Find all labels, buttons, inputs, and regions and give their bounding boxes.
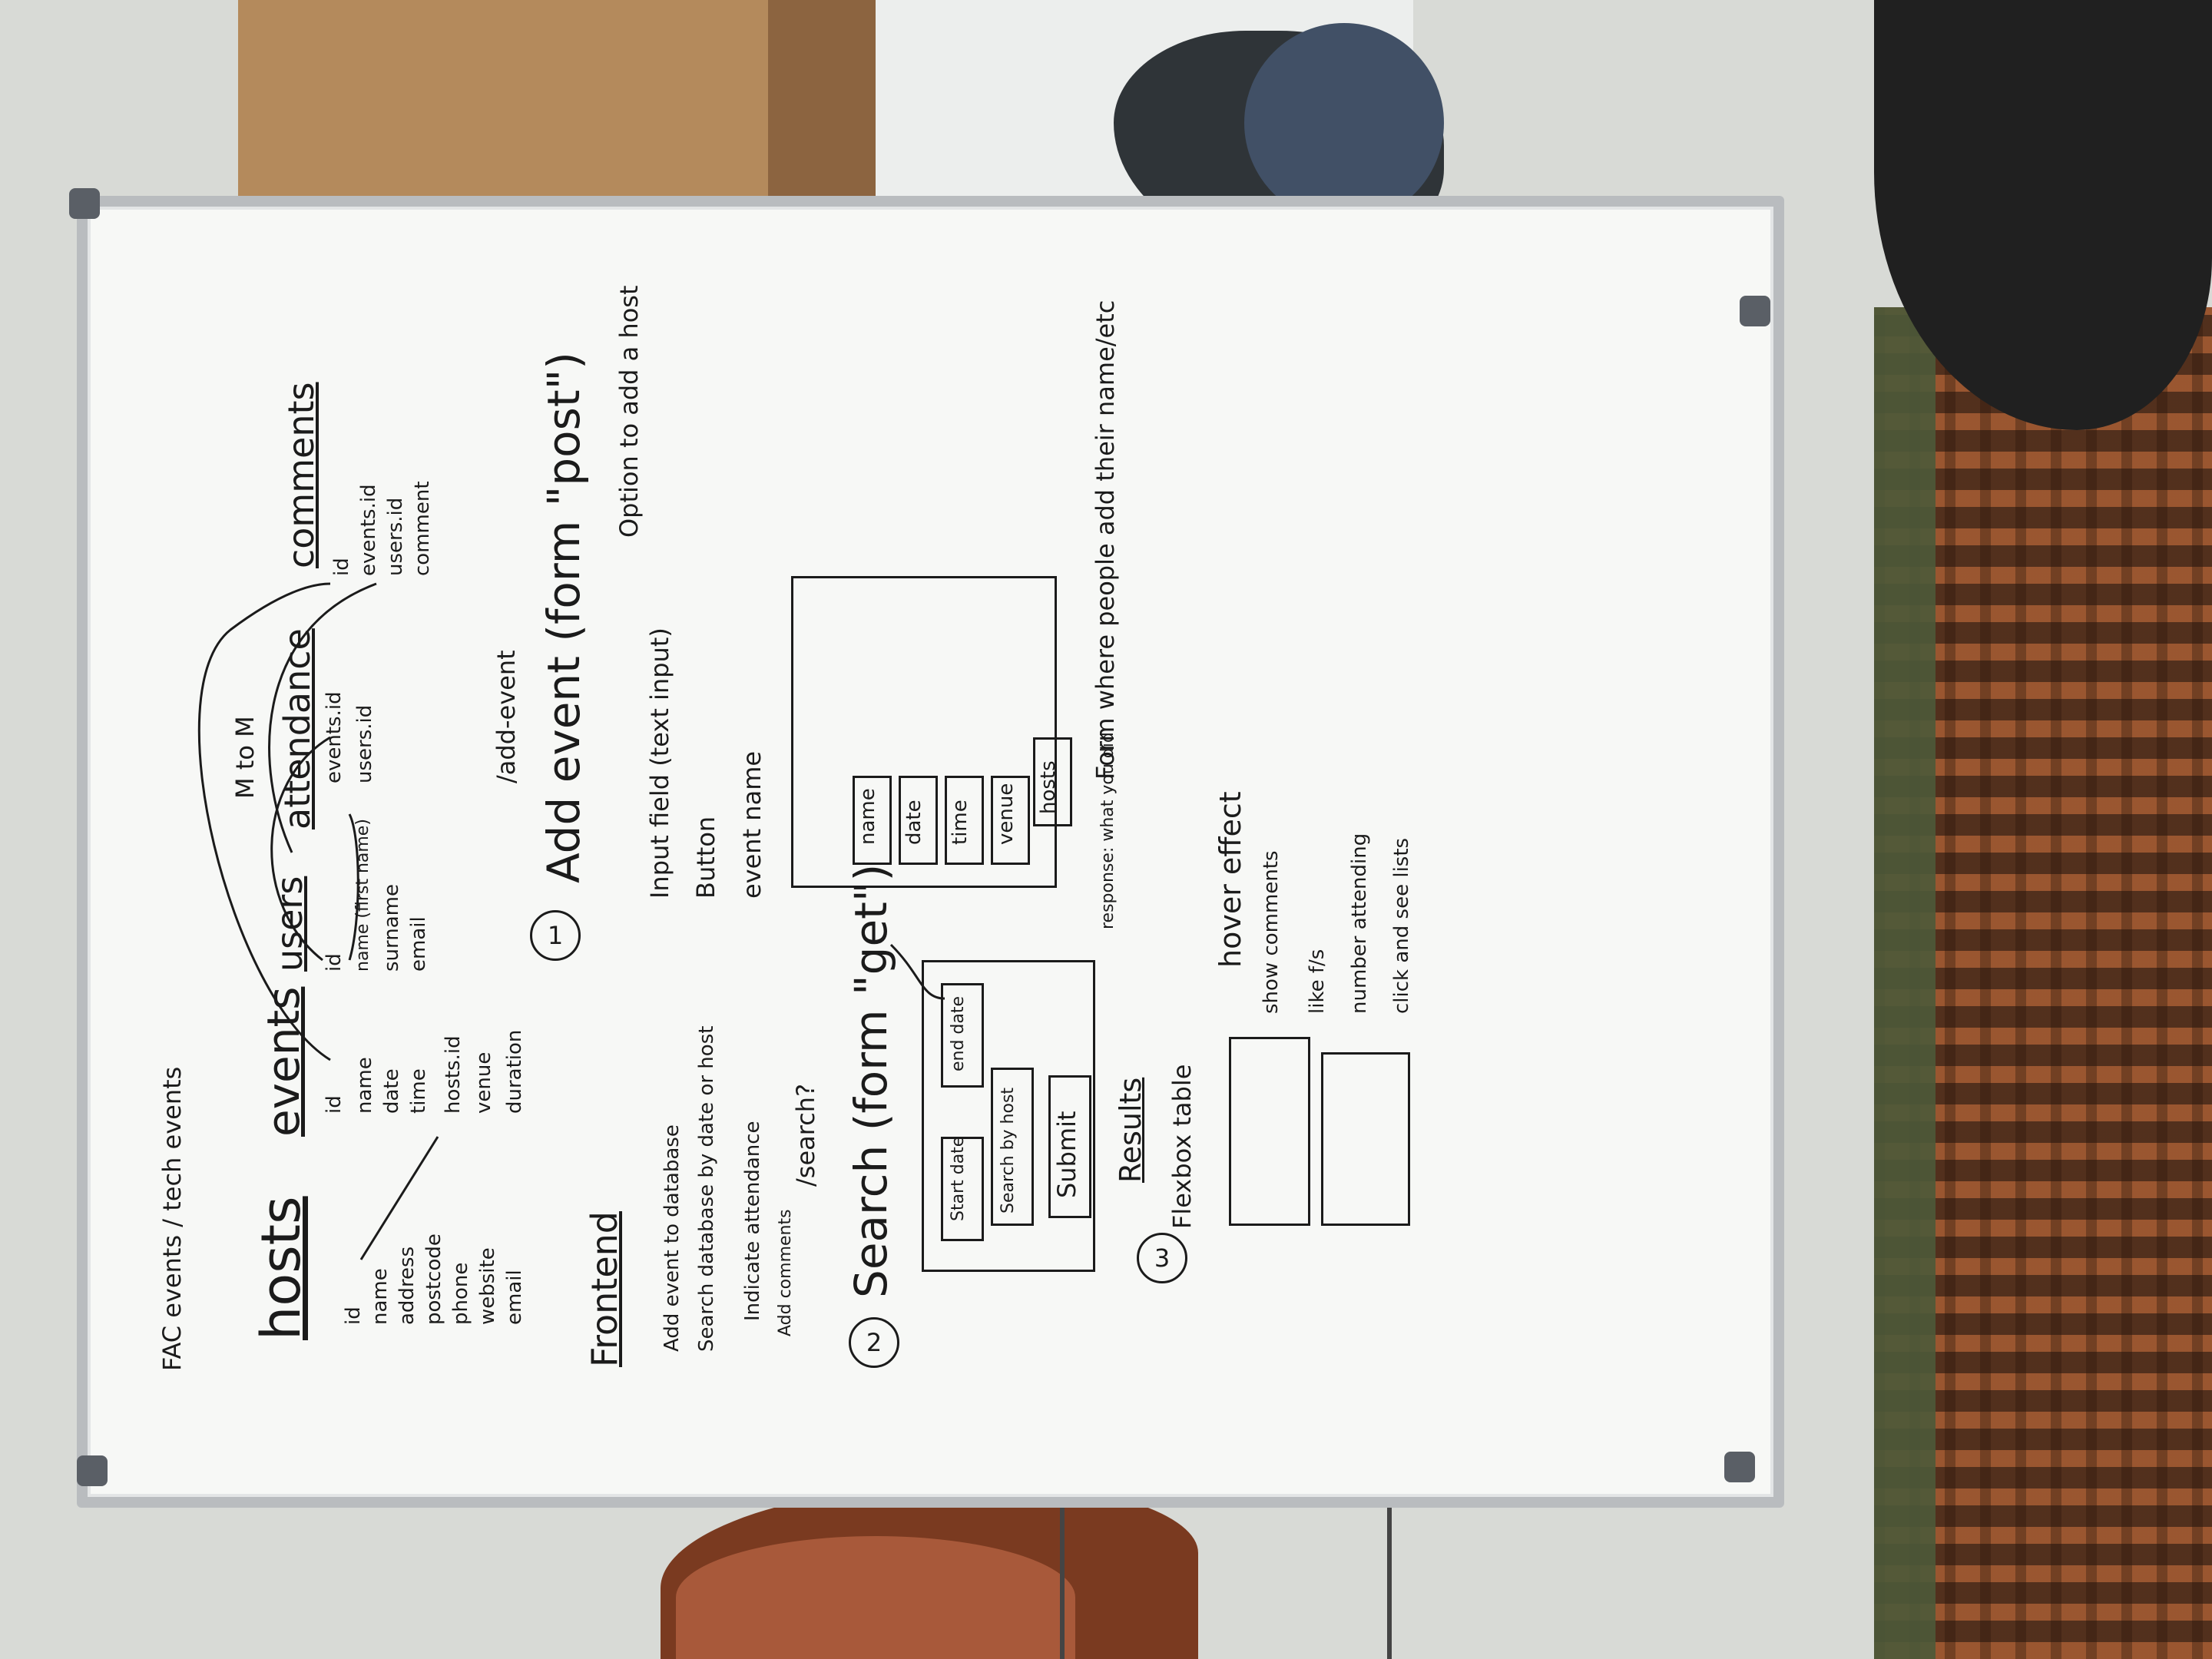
search-field-box [991, 1068, 1034, 1226]
whiteboard [77, 196, 1784, 1508]
search-field-box [941, 1137, 984, 1241]
form-field-label: time [949, 800, 972, 845]
search-form-sketch [922, 960, 1095, 1272]
add-event-form-sketch [791, 576, 1057, 888]
board-corner-top-left [69, 188, 100, 219]
form-field-box [945, 776, 984, 865]
add-event-heading: Add event (form "post") [538, 352, 590, 883]
form-field-label: hosts [1037, 760, 1060, 814]
results-note: number attending [1348, 833, 1371, 1014]
leather-chair-seat [676, 1536, 1075, 1659]
search-field-label: Start date [949, 1136, 968, 1221]
submit-button-sketch [1048, 1075, 1091, 1218]
add-event-note: Input field (text input) [645, 628, 674, 899]
form-field-box [991, 776, 1030, 865]
submit-label: Submit [1052, 1111, 1081, 1198]
form-field-box [1033, 737, 1072, 826]
form-field-label: name [856, 788, 879, 845]
search-field-label: Search by host [998, 1087, 1018, 1214]
option-add-host: Option to add a host [614, 285, 644, 538]
results-heading: Results [1114, 1077, 1147, 1183]
add-event-route: /add-event [492, 650, 521, 783]
form-field-box [899, 776, 938, 865]
results-table-sketch [1321, 1052, 1410, 1226]
form-note: Form where people add their name/etc [1091, 300, 1120, 780]
cardboard-box-shadow [768, 0, 876, 230]
search-field-box [941, 983, 984, 1088]
search-route: /search? [791, 1083, 820, 1187]
frontend-item: Search database by date or host [695, 1025, 718, 1352]
form-field-label: venue [995, 783, 1018, 845]
board-corner-bottom-left [77, 1455, 108, 1486]
frontend-item: Add comments [776, 1209, 795, 1336]
search-field-label: end date [949, 995, 968, 1071]
section-2-number: 2 [849, 1317, 899, 1368]
section-3-number: 3 [1137, 1233, 1187, 1283]
results-note: hover effect [1214, 791, 1247, 968]
chair-legs [1060, 1490, 1392, 1659]
add-event-note: event name [737, 750, 767, 899]
results-table-sketch [1229, 1037, 1310, 1226]
board-corner-top-right [1740, 296, 1770, 326]
backpack [1244, 23, 1444, 223]
frontend-item: Add event to database [661, 1124, 684, 1352]
results-note: show comments [1260, 850, 1283, 1014]
results-note: click and see lists [1390, 837, 1413, 1014]
rug-border [1874, 307, 1936, 1659]
frontend-item: Indicate attendance [741, 1121, 764, 1321]
frontend-heading: Frontend [584, 1210, 625, 1367]
add-event-note: Button [691, 816, 720, 899]
form-field-box [853, 776, 892, 865]
form-field-label: date [902, 800, 926, 845]
results-sub: Flexbox table [1167, 1064, 1197, 1229]
results-note: like f/s [1306, 949, 1329, 1014]
search-heading: Search (form "get") [845, 863, 897, 1298]
board-corner-bottom-right [1724, 1452, 1755, 1482]
section-1-number: 1 [530, 910, 581, 961]
